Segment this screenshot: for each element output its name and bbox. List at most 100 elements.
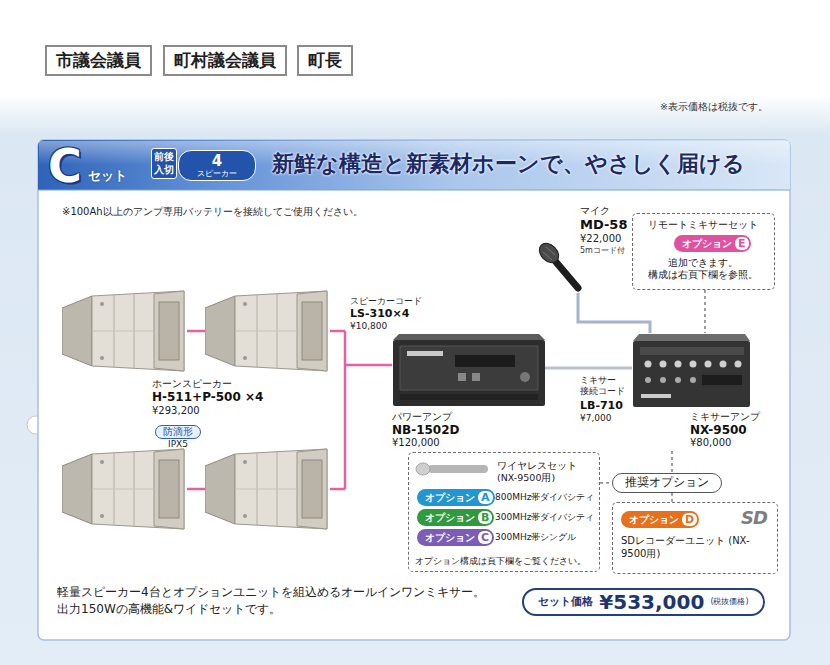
price-box-text: (税抜価格) <box>710 597 748 607</box>
mixer-amp-box-text: ¥80,000 <box>690 437 731 449</box>
microphone-box-text: MD-58 <box>580 217 627 233</box>
note-text: ※100Ah以上のアンプ専用バッテリーを接続してご使用ください。 <box>62 206 363 218</box>
option-box-text: SD <box>741 507 767 529</box>
cord-price: ¥10,800 <box>350 321 387 332</box>
set-panel <box>38 140 790 640</box>
microphone <box>536 240 578 288</box>
mixer-amp <box>690 377 696 383</box>
horn-speaker <box>62 291 184 371</box>
role-tab-text: 町長 <box>308 50 342 71</box>
microphone <box>546 247 555 255</box>
power-amp <box>407 351 443 356</box>
microphone-box-text: マイク <box>580 205 610 217</box>
microphone-box-text: ¥22,000 <box>580 233 621 245</box>
horn-speaker <box>62 291 327 529</box>
option-box-text: リモートミキサーセット <box>635 219 771 231</box>
microphone <box>543 252 552 260</box>
mixer-amp <box>633 334 750 341</box>
mixer-amp <box>660 361 667 368</box>
cord-model: LB-710 <box>580 399 623 412</box>
speaker-group-text: ¥293,200 <box>152 405 200 417</box>
power-amp-box: パワーアンプNB-1502D¥120,000 <box>392 328 545 451</box>
mixer-amp <box>645 361 652 368</box>
speaker-wire <box>330 488 345 491</box>
role-tab-text: 町村議会議員 <box>174 50 276 71</box>
option-pill-text: オプション <box>629 514 679 525</box>
rating-badge: 防滴形IPX5 <box>155 420 201 450</box>
power-amp <box>393 340 545 406</box>
option-pill-text: オプション <box>425 512 475 523</box>
recommend-pill: 推奨オプション <box>612 473 722 493</box>
role-tab: 町長 <box>297 45 353 76</box>
power-amp <box>400 346 538 390</box>
connector-line <box>600 482 612 483</box>
power-amp <box>458 373 466 381</box>
speaker-wire <box>187 330 205 333</box>
microphone <box>556 262 578 288</box>
connector-line <box>671 493 672 502</box>
speaker-wire <box>330 330 345 333</box>
option-pill-text: オプション <box>425 532 475 543</box>
mixer-amp <box>633 334 750 407</box>
option-pill-text: E <box>735 237 749 250</box>
option-pill: オプションD <box>621 511 699 528</box>
rating-badge-text: IPX5 <box>155 439 201 450</box>
microphone-box: マイクMD-58¥22,0005mコード付 <box>535 205 630 293</box>
mixer-amp-box-text: ミキサーアンプ <box>690 411 760 423</box>
price-box: セット価格¥533,000(税抜価格) <box>522 588 765 616</box>
power-amp <box>393 334 545 406</box>
power-amp <box>472 373 480 381</box>
role-tab-text: 市議会議員 <box>56 50 141 71</box>
option-box-text: SDレコーダーユニット (NX-9500用) <box>621 535 771 560</box>
speaker-wire <box>187 331 345 489</box>
speaker-wire <box>187 488 205 491</box>
wireless-mic-icon <box>416 463 488 475</box>
mixer-amp <box>641 394 671 398</box>
connector-line <box>578 293 650 333</box>
option-box-text: ワイヤレスセット (NX-9500用) <box>497 460 597 484</box>
power-amp-box-text: ¥120,000 <box>392 437 440 449</box>
option-pill-text: B <box>478 511 492 524</box>
connector-line <box>704 290 705 333</box>
connector-line <box>345 364 392 367</box>
power-amp-box-text: NB-1502D <box>392 423 460 437</box>
note-text: ※表示価格は税抜です。 <box>660 101 768 112</box>
speaker-group-text: H-511+P-500 ×4 <box>152 390 263 404</box>
power-amp <box>393 334 545 340</box>
option-box-text: 300MHz帯シングル <box>495 532 576 543</box>
power-amp <box>400 394 538 400</box>
mixer-amp <box>645 377 651 383</box>
rating-badge-text: 防滴形 <box>155 425 201 439</box>
option-pill-text: オプション <box>682 238 732 249</box>
header-band <box>38 140 790 190</box>
option-box: リモートミキサーセット追加できます。 構成は右頁下欄を参照。 オプションE <box>632 213 775 290</box>
power-amp <box>520 372 530 382</box>
description-text: 軽量スピーカー4台とオプションユニットを組込めるオールインワンミキサー。 出力1… <box>57 584 502 619</box>
mixer-amp <box>705 361 712 368</box>
speaker-count-badge-text: 4 <box>179 153 255 170</box>
option-box-text: 800MHz帯ダイバシティ <box>495 492 594 503</box>
mixer-amp <box>633 341 750 407</box>
option-pill: オプションA <box>417 489 495 506</box>
mixer-amp-box-text: NX-9500 <box>690 423 747 437</box>
horn-speaker <box>62 449 184 529</box>
speaker-count-badge-text: スピーカー <box>179 170 255 178</box>
connector-line <box>671 451 672 473</box>
recommend-pill-text: 推奨オプション <box>625 476 709 490</box>
horn-speaker <box>205 291 327 371</box>
option-box-text: 追加できます。 構成は右頁下欄を参照。 <box>635 257 771 281</box>
role-tab: 町村議会議員 <box>163 45 287 76</box>
mixer-amp <box>690 361 697 368</box>
option-box-text: 300MHz帯ダイバシティ <box>495 512 594 523</box>
power-amp <box>455 355 515 367</box>
option-pill: オプションE <box>674 235 751 252</box>
mixer-amp <box>720 361 727 368</box>
switch-badge: 前後 入切 <box>151 148 177 179</box>
set-panel-text: C <box>48 143 82 189</box>
connector-line <box>545 367 632 370</box>
microphone-box-text: 5mコード付 <box>580 246 625 256</box>
option-pill-text: オプション <box>425 492 475 503</box>
mixer-amp <box>702 375 742 385</box>
